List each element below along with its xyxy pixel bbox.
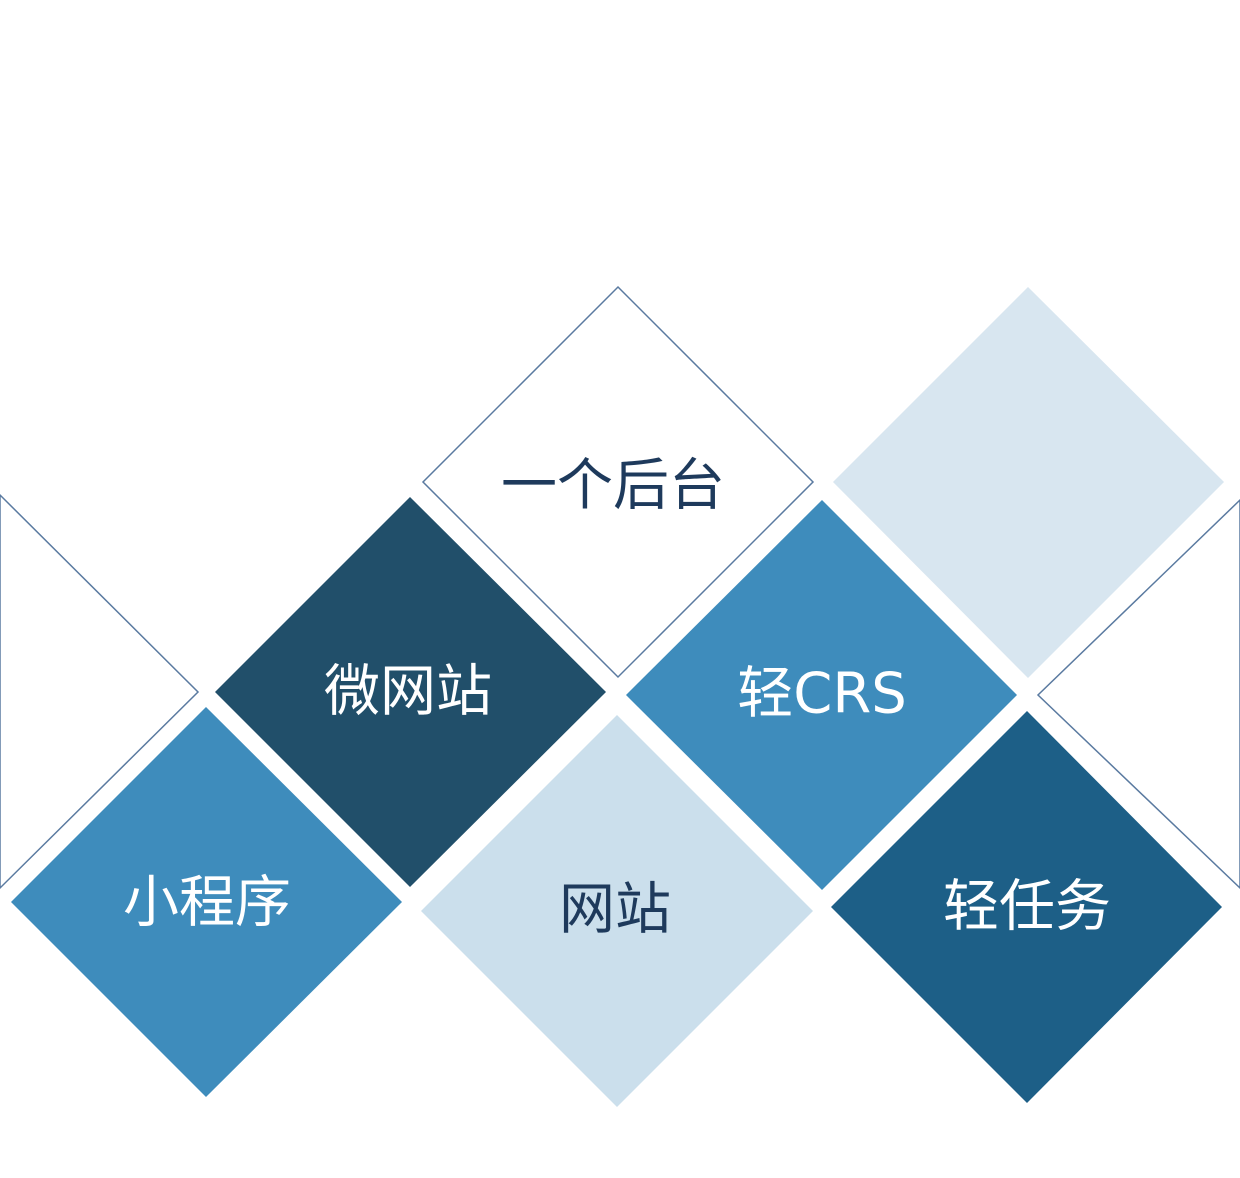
outline-diamond-right [1036, 498, 1240, 890]
tile-light-task: 轻任务 [831, 711, 1222, 1103]
outline-diamond-left [0, 493, 200, 890]
tile-light-crs-label: 轻CRS [737, 662, 907, 727]
tile-light-crs-shape [626, 500, 1017, 890]
tile-microsite: 微网站 [215, 497, 606, 887]
tile-light-crs: 轻CRS [626, 500, 1017, 890]
tile-mini-program-label: 小程序 [123, 871, 291, 936]
tile-platform: 一个后台 [421, 285, 815, 679]
tile-mini-program-shape [11, 707, 402, 1097]
tile-website-label: 网站 [559, 878, 671, 943]
tile-light-task-shape [831, 711, 1222, 1103]
tile-light-task-label: 轻任务 [943, 875, 1111, 940]
tile-microsite-shape [215, 497, 606, 887]
tile-platform-label: 一个后台 [501, 454, 725, 519]
tile-website: 网站 [421, 715, 813, 1107]
tile-pale-blank [833, 287, 1224, 678]
tile-website-shape [421, 715, 813, 1107]
tile-platform-shape [421, 285, 815, 679]
tile-mini-program: 小程序 [11, 707, 402, 1097]
tile-microsite-label: 微网站 [324, 660, 492, 725]
